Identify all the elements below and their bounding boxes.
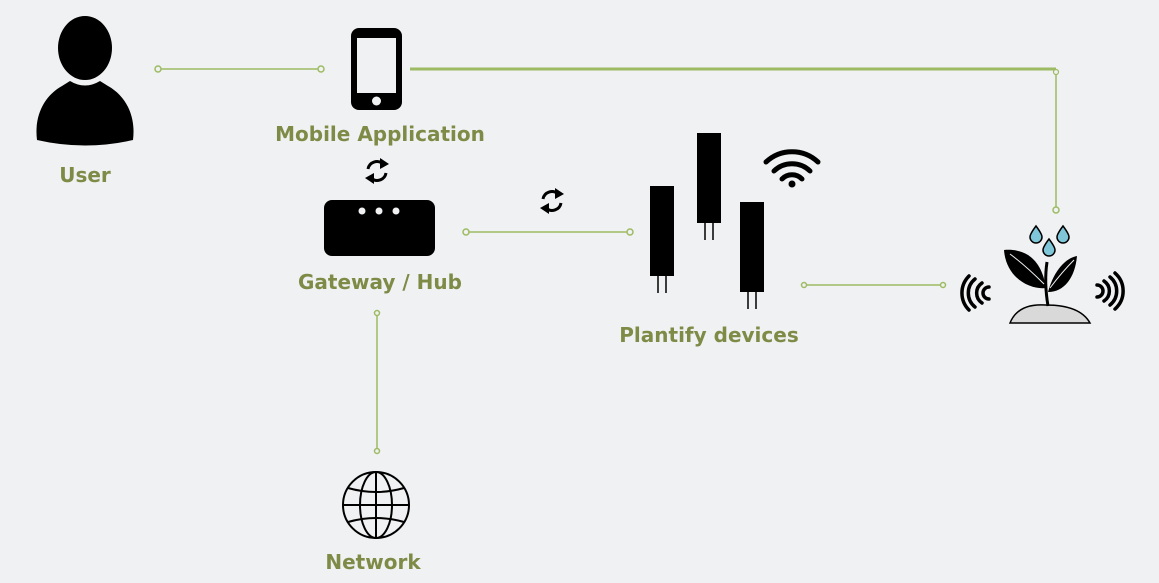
sensor-probe xyxy=(650,186,674,293)
sensor-probes-icon xyxy=(650,133,764,309)
wifi-icon xyxy=(763,149,821,188)
plantify-devices-label: Plantify devices xyxy=(619,323,799,347)
plant-watering-icon xyxy=(960,224,1125,324)
connector-gateway-devices xyxy=(462,228,634,236)
sync-icon xyxy=(540,188,564,214)
user-icon xyxy=(36,16,134,146)
sensor-probe xyxy=(697,133,721,240)
router-icon xyxy=(324,200,435,256)
smartphone-icon xyxy=(351,28,402,110)
network-label: Network xyxy=(325,550,421,574)
mobile-application-label: Mobile Application xyxy=(275,122,485,146)
connector-user-mobile xyxy=(154,65,325,73)
connector-mobile-plant xyxy=(410,67,1060,214)
sensor-probe xyxy=(740,202,764,309)
water-drop-icon xyxy=(1029,224,1070,257)
connector-gateway-network xyxy=(373,309,381,455)
connector-devices-plant xyxy=(800,281,947,289)
sync-icon xyxy=(365,158,389,184)
signal-waves-icon xyxy=(960,271,1125,312)
globe-icon xyxy=(342,471,410,539)
gateway-hub-label: Gateway / Hub xyxy=(298,270,462,294)
user-label: User xyxy=(59,163,111,187)
